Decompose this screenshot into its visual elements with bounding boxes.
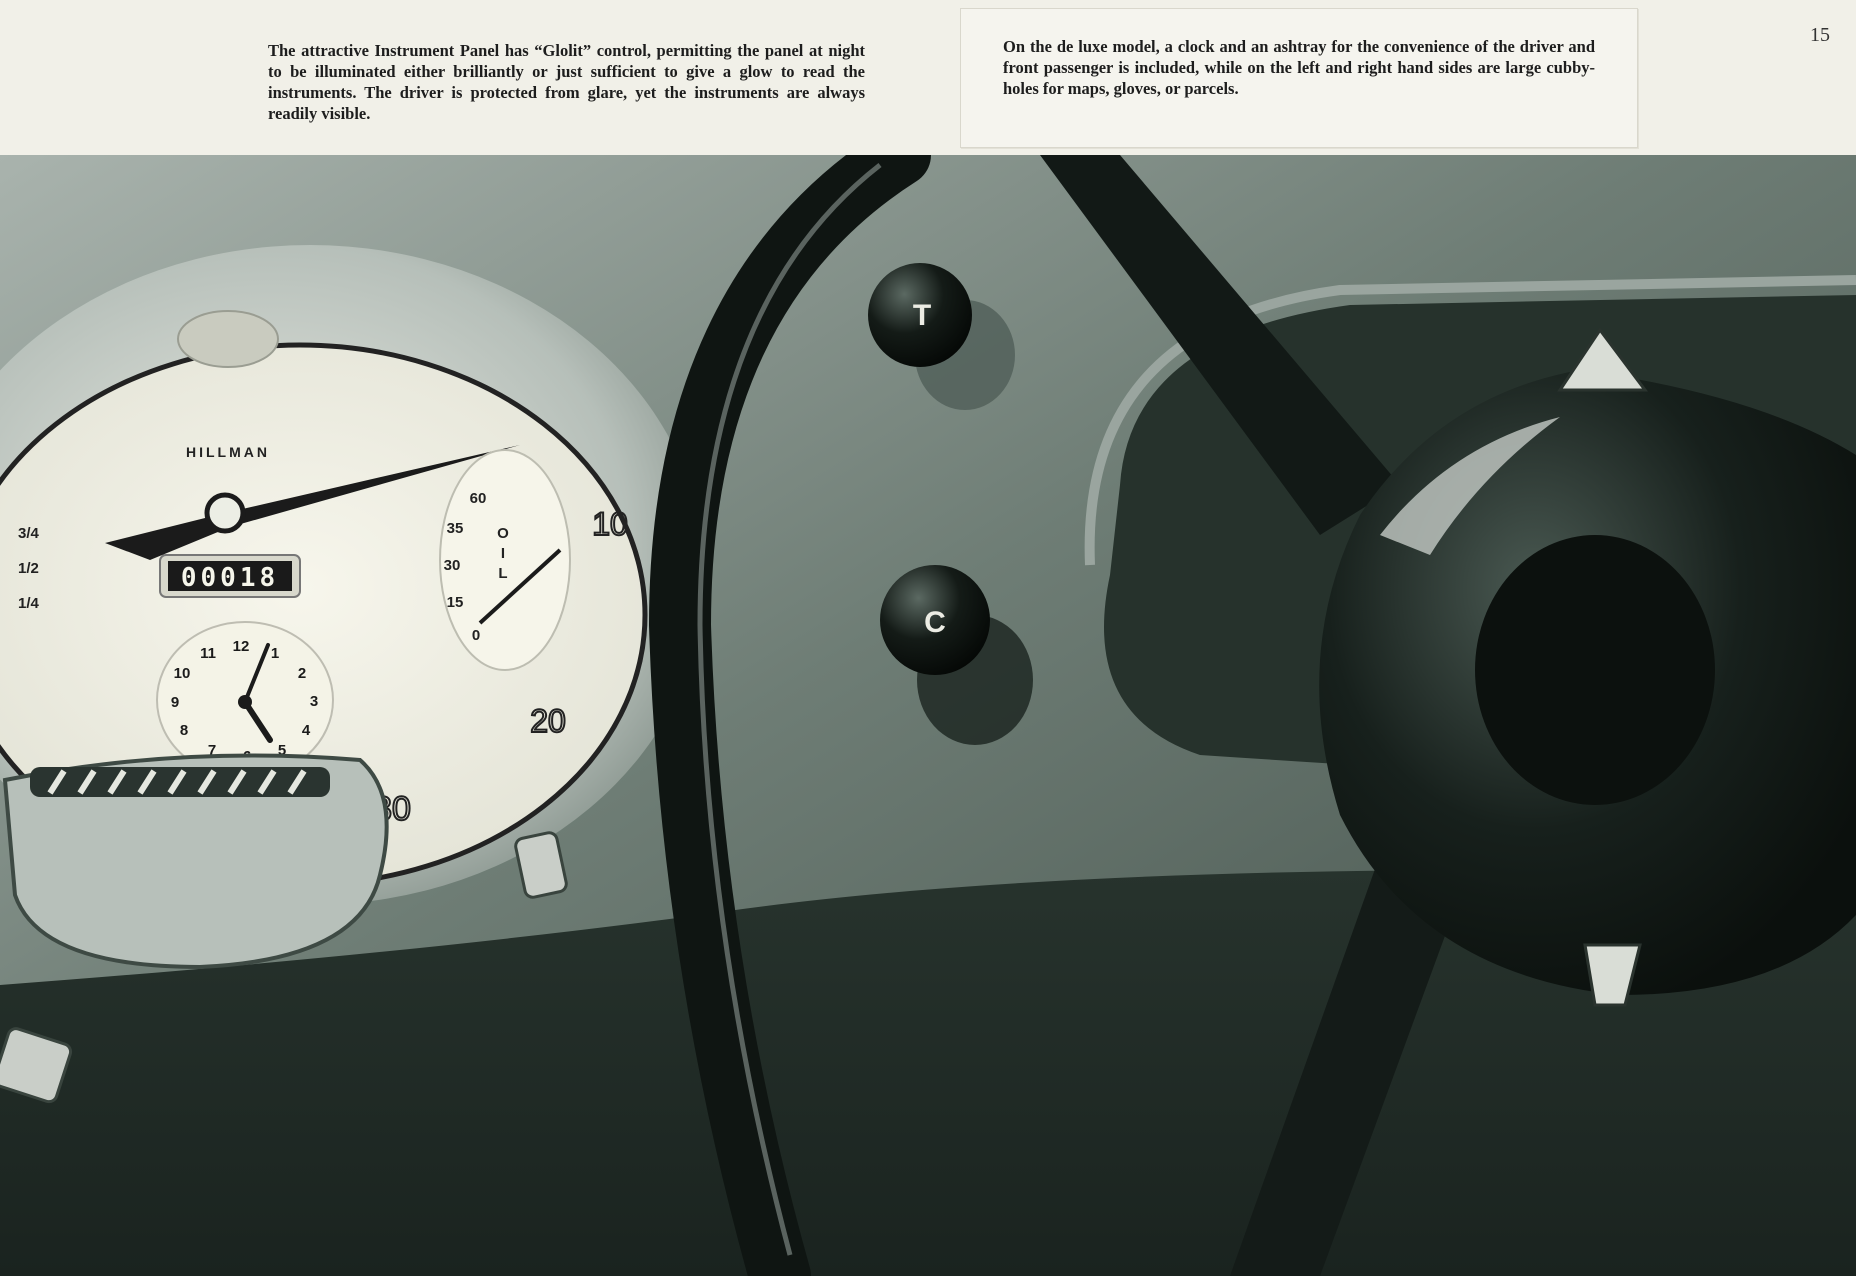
right-caption: On the de luxe model, a clock and an ash… (1003, 37, 1595, 98)
clock-numeral-4: 4 (302, 722, 311, 739)
ashtray (2, 753, 389, 970)
knob-c-label: C (924, 606, 946, 639)
odometer-reading: 00018 (181, 563, 279, 593)
fuel-mark-3-4: 3/4 (18, 525, 40, 542)
clock-numeral-2: 2 (298, 665, 306, 682)
hub-top-lug (1557, 327, 1648, 392)
knob-t: T (868, 263, 1015, 410)
clock-numeral-11: 11 (200, 645, 216, 662)
oil-gauge-face (439, 449, 571, 671)
clock-numeral-12: 12 (233, 638, 250, 655)
steering-wheel-rim (648, 155, 931, 1276)
clock-numeral-1: 1 (271, 645, 279, 662)
cubby-rim (1084, 275, 1856, 566)
fuel-mark-1-2: 1/2 (18, 560, 39, 577)
instrument-cluster: HILLMAN 10 20 30 40 50 3/4 1/2 1/4 00018… (0, 245, 705, 905)
oil-scale-60: 60 (470, 490, 487, 507)
speed-label-10: 10 (592, 506, 628, 542)
caption-card (960, 8, 1638, 148)
oil-scale-35: 35 (447, 520, 464, 537)
hillman-brand: HILLMAN (186, 444, 270, 460)
needle-hub (204, 492, 246, 534)
speedometer-needle (105, 445, 520, 560)
ashtray-slats (47, 769, 307, 795)
speed-label-20: 20 (530, 703, 566, 739)
knob-c-body (880, 565, 990, 675)
clock-minute-hand (243, 643, 270, 704)
steering-spoke-upper (1040, 155, 1400, 535)
oil-letter-l: L (498, 565, 507, 582)
ashtray-body (2, 753, 389, 970)
odometer-digits-bg (168, 561, 292, 591)
steering-wheel (648, 155, 1856, 1276)
choke-knob (514, 831, 568, 899)
left-caption: The attractive Instrument Panel has “Glo… (268, 41, 865, 123)
throttle-knob (0, 1027, 73, 1104)
oil-scale-15: 15 (447, 594, 464, 611)
clock-numeral-7: 7 (208, 742, 216, 759)
hub-bottom-lug (1583, 943, 1642, 1007)
indicator-lamp (177, 310, 279, 368)
clock: 12 1 2 3 4 5 6 7 8 9 10 11 (156, 621, 334, 779)
oil-needle (478, 548, 562, 625)
steering-spoke-lower (1230, 855, 1460, 1276)
dashboard-photo: HILLMAN 10 20 30 40 50 3/4 1/2 1/4 00018… (0, 155, 1856, 1276)
oil-letter-i: I (501, 545, 505, 562)
steering-rim-highlight (697, 163, 882, 1256)
clock-numeral-10: 10 (174, 665, 191, 682)
oil-scale-0: 0 (472, 627, 480, 644)
clock-numeral-3: 3 (310, 693, 318, 710)
knob-t-label: T (913, 299, 931, 332)
clock-hour-hand (242, 699, 273, 743)
fuel-mark-1-4: 1/4 (18, 595, 40, 612)
clock-numeral-5: 5 (278, 742, 286, 759)
page-number: 15 (1810, 24, 1830, 46)
horn-button (1475, 535, 1715, 805)
clock-numeral-8: 8 (180, 722, 188, 739)
oil-gauge: 60 35 30 15 0 O I L (439, 449, 571, 671)
hub-highlight (1380, 417, 1560, 555)
clock-numeral-9: 9 (171, 694, 179, 711)
clock-center (238, 695, 252, 709)
knob-t-body (868, 263, 972, 367)
oil-letter-o: O (497, 525, 509, 542)
oil-scale-30: 30 (444, 557, 461, 574)
knob-c: C (880, 565, 1033, 745)
